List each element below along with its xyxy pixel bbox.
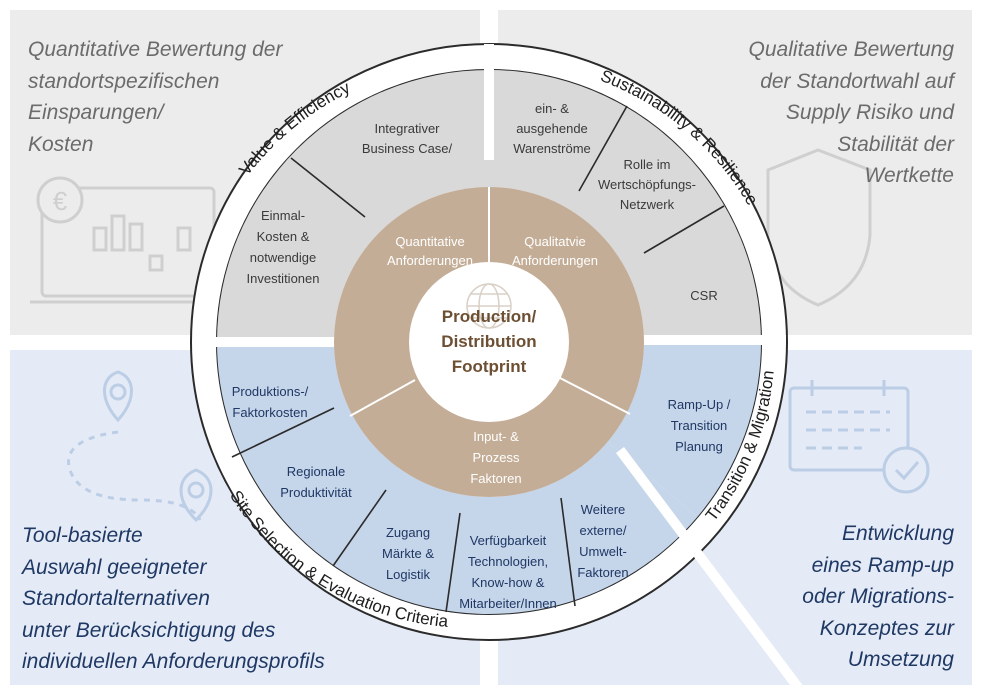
segment-verfuegbarkeit-line: Know-how &	[472, 575, 545, 590]
segment-verfuegbarkeit-line: Technologien,	[468, 554, 548, 569]
segment-einmal-kosten-line: Einmal-	[261, 208, 305, 223]
segment-verfuegbarkeit-line: Verfügbarkeit	[470, 533, 547, 548]
middle-quantitative-line: Quantitative	[395, 234, 464, 249]
segment-separators	[231, 105, 725, 613]
middle-input-line: Prozess	[473, 450, 520, 465]
middle-qualitative-line: Anforderungen	[512, 253, 598, 268]
segment-business-case-line: Integrativer	[374, 121, 440, 136]
segment-weitere: Weitere externe/Umwelt- Faktoren	[577, 502, 628, 580]
location-route-icon	[67, 370, 213, 523]
segment-produktionskosten: Produktions-/ Faktorkosten	[232, 384, 309, 420]
center-circle	[409, 262, 569, 422]
segment-einmal-kosten-line: notwendige	[250, 250, 317, 265]
segment-csr-line: CSR	[690, 288, 717, 303]
quadrant-gap-lines	[214, 44, 804, 690]
globe-icon	[466, 283, 512, 329]
segment-zugang-line: Zugang	[386, 525, 430, 540]
segment-rolle-line: Netzwerk	[620, 197, 675, 212]
segment-bg-site-selection	[217, 342, 698, 614]
segment-warenstroeme-line: ein- &	[535, 101, 569, 116]
quadrant-text-bottom-left: Tool-basierte Auswahl geeigneter Standor…	[22, 524, 325, 673]
segment-backgrounds	[217, 70, 761, 614]
middle-input-line: Input- &	[473, 429, 519, 444]
segment-bg-transition	[607, 342, 761, 517]
segment-einmal-kosten-line: Kosten &	[257, 229, 310, 244]
center-title-line: Distribution	[441, 332, 536, 351]
segment-produktionskosten-line: Faktorkosten	[232, 405, 307, 420]
segment-rolle-line: Wertschöpfungs-	[598, 177, 696, 192]
quadrant-text-top-left: Quantitative Bewertung der standortspezi…	[28, 38, 283, 156]
segment-weitere-line: externe/	[580, 523, 627, 538]
segment-zugang-line: Märkte &	[382, 546, 434, 561]
segment-verfuegbarkeit-line: Mitarbeiter/Innen	[459, 596, 557, 611]
segment-rolle: Rolle im Wertschöpfungs- Netzwerk	[598, 157, 696, 212]
segment-regionale-line: Produktivität	[280, 485, 352, 500]
segment-business-case-line: Business Case/	[362, 141, 453, 156]
segment-bg-value-efficiency	[217, 70, 489, 342]
segment-bg-sustainability	[489, 70, 761, 342]
segment-produktionskosten-line: Produktions-/	[232, 384, 309, 399]
calendar-check-icon	[788, 380, 930, 494]
segment-ramp-up-line: Planung	[675, 439, 723, 454]
segment-einmal-kosten-line: Investitionen	[247, 271, 320, 286]
center-title-line: Footprint	[452, 357, 527, 376]
middle-input-line: Faktoren	[470, 471, 521, 486]
center-title-line: Production/	[442, 307, 537, 326]
segment-regionale-line: Regionale	[287, 464, 346, 479]
middle-quantitative-line: Anforderungen	[387, 253, 473, 268]
middle-qualitative-line: Qualitatvie	[524, 234, 585, 249]
segment-weitere-line: Weitere	[581, 502, 626, 517]
segment-csr: CSR	[690, 288, 717, 303]
segment-rolle-line: Rolle im	[624, 157, 671, 172]
segment-ramp-up-line: Ramp-Up /	[668, 397, 731, 412]
middle-ring-dividers	[349, 187, 631, 417]
quadrant-text-top-right: Qualitative Bewertung der Standortwahl a…	[748, 38, 954, 187]
segment-zugang-line: Logistik	[386, 567, 431, 582]
segment-warenstroeme-line: ausgehende	[516, 121, 588, 136]
segment-warenstroeme-line: Warenströme	[513, 141, 591, 156]
svg-text:€: €	[53, 186, 68, 216]
segment-weitere-line: Umwelt-	[579, 544, 627, 559]
quadrant-text-bottom-right: Entwicklung eines Ramp-up oder Migration…	[802, 522, 954, 671]
segment-ramp-up-line: Transition	[671, 418, 728, 433]
segment-weitere-line: Faktoren	[577, 565, 628, 580]
